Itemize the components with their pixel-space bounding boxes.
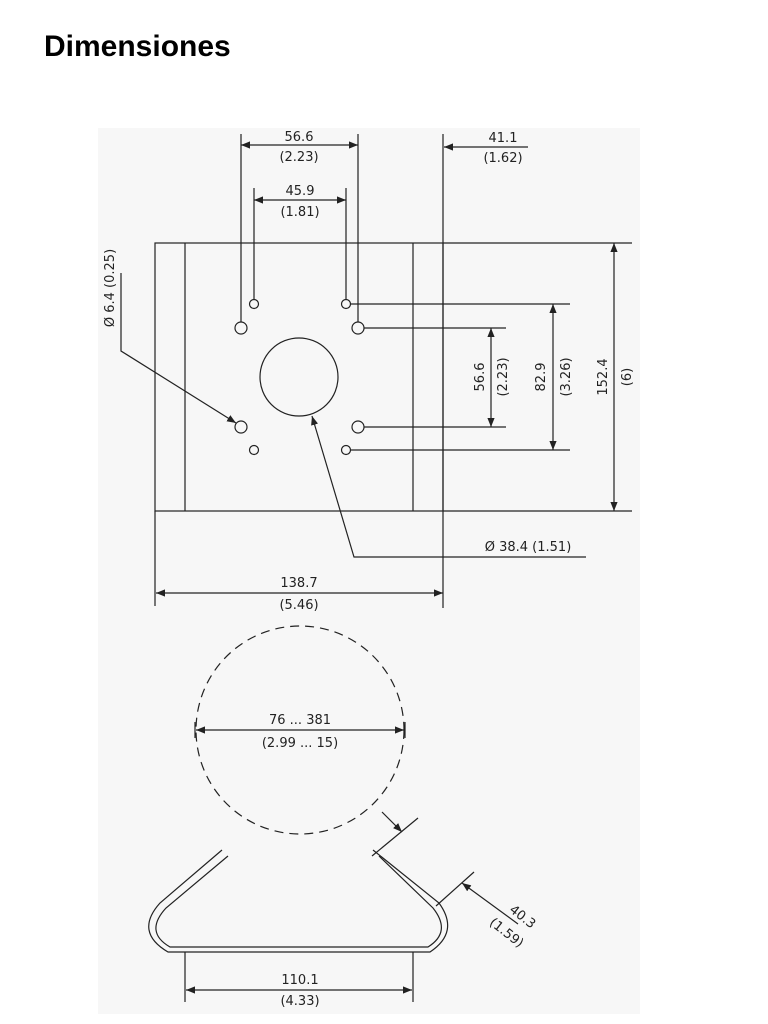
dim-label-width-in: (5.46) bbox=[279, 598, 318, 613]
dim-label-vertical-middle-in: (3.26) bbox=[559, 357, 574, 396]
dim-label-vertical-inner-mm: 56.6 bbox=[473, 363, 488, 392]
leader-small-hole bbox=[120, 273, 237, 424]
mount-hole bbox=[340, 298, 352, 310]
dim-label-offset-mm: 41.1 bbox=[489, 131, 518, 146]
dim-arrow bbox=[381, 811, 403, 833]
center-hole bbox=[259, 337, 339, 417]
dim-label-inner-spacing-in: (1.81) bbox=[280, 205, 319, 220]
dim-label-vertical-middle-mm: 82.9 bbox=[534, 363, 549, 392]
dim-label-height-in: (6) bbox=[620, 368, 635, 386]
bracket-profile-inner bbox=[148, 849, 449, 953]
mount-hole bbox=[234, 420, 248, 434]
dim-label-base-width-in: (4.33) bbox=[280, 994, 319, 1009]
dim-line-40-3 bbox=[461, 882, 519, 925]
dim-label-base-width-mm: 110.1 bbox=[281, 973, 318, 988]
dim-label-vertical-inner-in: (2.23) bbox=[496, 357, 511, 396]
mount-hole bbox=[351, 321, 365, 335]
dim-label-outer-spacing-in: (2.23) bbox=[279, 150, 318, 165]
bracket-profile-outer bbox=[155, 855, 442, 948]
dim-label-small-hole: Ø 6.4 (0.25) bbox=[103, 249, 118, 327]
mount-hole bbox=[351, 420, 365, 434]
extension-line bbox=[435, 871, 475, 907]
mount-hole bbox=[234, 321, 248, 335]
mount-hole bbox=[340, 444, 352, 456]
dim-label-width-mm: 138.7 bbox=[280, 576, 317, 591]
page-title: Dimensiones bbox=[44, 30, 231, 63]
mount-hole bbox=[248, 298, 260, 310]
extension-line bbox=[371, 817, 419, 857]
dim-label-outer-spacing-mm: 56.6 bbox=[285, 130, 314, 145]
dim-label-pole-range-mm: 76 ... 381 bbox=[269, 713, 331, 728]
plate-outline bbox=[154, 242, 444, 512]
dim-label-offset-in: (1.62) bbox=[483, 151, 522, 166]
dim-label-inner-spacing-mm: 45.9 bbox=[286, 184, 315, 199]
dim-label-pole-range-in: (2.99 ... 15) bbox=[262, 736, 338, 751]
leader-center-hole bbox=[311, 415, 586, 558]
mount-hole bbox=[248, 444, 260, 456]
dim-label-height-mm: 152.4 bbox=[596, 358, 611, 395]
drawing-panel bbox=[98, 128, 640, 1014]
dim-label-large-hole: Ø 38.4 (1.51) bbox=[485, 540, 572, 555]
